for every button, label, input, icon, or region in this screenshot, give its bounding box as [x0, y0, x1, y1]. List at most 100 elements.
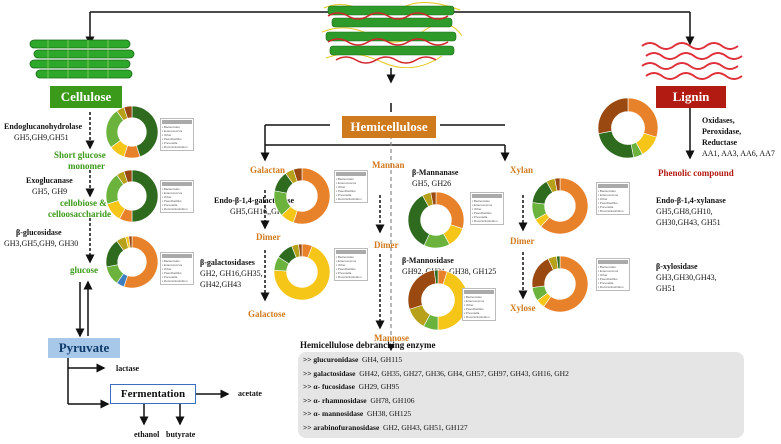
galactan-label: Galactan	[250, 165, 285, 175]
debranching-row: >> galactosidase GH42, GH35, GH27, GH36,…	[303, 369, 569, 379]
lignocellulose-illustration	[322, 2, 462, 68]
reductase-label: Reductase	[702, 138, 738, 147]
donut-slice	[433, 269, 439, 284]
debranching-row: >> α- rhamnosidase GH78, GH106	[303, 396, 415, 406]
beta-mannosidase-gh: GH92, GH31, GH38, GH125	[402, 267, 497, 276]
donut-slice	[430, 191, 437, 206]
debranching-enzyme-gh: GH29, GH95	[354, 382, 400, 391]
beta-glucosidase-gh: GH3,GH5,GH9, GH30	[4, 239, 79, 248]
lignin-title: Lignin	[656, 86, 726, 108]
lignin-illustration	[641, 42, 743, 80]
beta-mannanase-gh: GH5, GH26	[412, 179, 452, 188]
endoglucanohydrolase-label: Endoglucanohydrolase	[4, 122, 83, 131]
donut-slice	[627, 97, 659, 138]
donut-slice	[123, 105, 133, 119]
beta-mannosidase-label: β-Mannosidase	[402, 256, 454, 265]
debranching-panel	[298, 352, 744, 438]
legend-cellulose-1: ▪ Bacteroides▪ Enterococcus▪ Other▪ Paen…	[160, 118, 194, 151]
beta-xylosidase-gh2: GH51	[656, 284, 676, 293]
legend-cellulose-3: ▪ Bacteroides▪ Enterococcus▪ Other▪ Paen…	[160, 252, 194, 285]
donut-slice	[556, 255, 561, 270]
oxidases-label: Oxidases,	[702, 116, 735, 125]
donut-slice	[123, 235, 159, 289]
donut-slice	[437, 271, 469, 331]
donut-slice	[540, 177, 589, 235]
debranching-enzyme-gh: GH38, GH125	[363, 409, 412, 418]
debranching-enzyme-name: >> α- rhamnosidase	[303, 395, 367, 405]
lactase-label: lactase	[116, 364, 140, 373]
xylan-dimer-label: Dimer	[510, 236, 535, 246]
donut-slice	[123, 169, 133, 183]
donut-slice	[128, 235, 133, 249]
lignin-aa-label: AA1, AA3, AA6, AA7	[702, 149, 775, 158]
donut-slice	[292, 167, 303, 182]
donut-slice	[407, 195, 430, 246]
galactanase-gh: GH5,GH16,,GH30	[230, 207, 291, 216]
debranching-enzyme-name: >> arabinofuranosidase	[303, 422, 380, 432]
xylan-label: Xylan	[510, 165, 534, 175]
beta-mannanase-label: β-Mannanase	[412, 168, 459, 177]
donut-slice	[554, 177, 561, 192]
debranching-enzyme-name: >> galactosidase	[303, 368, 356, 378]
cellobiose-label: cellobiose &	[60, 198, 107, 208]
glucose-label: glucose	[70, 265, 98, 275]
mannan-dimer-label: Dimer	[374, 240, 399, 250]
beta-galactosidases-gh1: GH2, GH16,GH35,	[200, 269, 263, 278]
beta-galactosidases-gh2: GH42,GH43	[200, 280, 242, 289]
peroxidase-label: Peroxidase,	[702, 127, 742, 136]
donut-slice	[292, 167, 331, 225]
acetate-label: acetate	[238, 389, 262, 398]
galactan-dimer-label: Dimer	[256, 232, 281, 242]
debranching-enzyme-name: >> α- mannosidase	[303, 409, 364, 418]
galactose-label: Galactose	[248, 309, 286, 319]
beta-xylosidase-gh1: GH3,GH30,GH43,	[656, 273, 717, 282]
debranching-row: >> arabinofuranosidase GH2, GH43, GH51, …	[303, 423, 468, 433]
hemicellulose-title: Hemicellulose	[342, 116, 436, 138]
cellulose-title: Cellulose	[50, 86, 122, 108]
donut-slice	[131, 169, 159, 223]
debranching-enzyme-name: >> α- fucosidase	[303, 382, 355, 391]
debranching-title: Hemicellulose debranching enzyme	[300, 340, 436, 350]
donut-slice	[298, 243, 303, 258]
donut-slice	[407, 269, 437, 310]
donut-slice	[435, 191, 465, 230]
mannan-label: Mannan	[372, 160, 405, 170]
short-glucose-label: Short glucose	[54, 150, 106, 160]
monomer-label: monomer	[68, 161, 105, 171]
legend-xylan-2: ▪ Bacteroides▪ Enterococcus▪ Other▪ Paen…	[596, 258, 630, 291]
debranching-enzyme-gh: GH2, GH43, GH51, GH127	[379, 422, 468, 432]
pyruvate-box: Pyruvate	[48, 338, 120, 358]
debranching-row: >> α- mannosidase GH38, GH125	[303, 409, 411, 419]
xylanase-label: Endo-β-1,4-xylanase	[656, 196, 726, 205]
endoglucanohydrolase-gh: GH5,GH9,GH51	[14, 133, 69, 142]
beta-xylosidase-label: β-xylosidase	[656, 262, 698, 271]
xylanase-gh1: GH5,GH8,GH10,	[656, 207, 713, 216]
donut-slice	[273, 245, 331, 301]
beta-glucosidase-label: β-glucosidase	[16, 228, 62, 237]
butyrate-label: butyrate	[166, 430, 196, 439]
exoglucanase-label: Exoglucanase	[26, 176, 73, 185]
beta-galactosidases-label: β-galactosidases	[200, 258, 255, 267]
debranching-enzyme-name: >> glucuronidase	[303, 355, 359, 364]
ethanol-label: ethanol	[134, 430, 160, 439]
donut-slice	[598, 130, 634, 159]
legend-mannan-1: ▪ Bacteroides▪ Enterococcus▪ Other▪ Paen…	[470, 192, 504, 225]
donut-slice	[543, 255, 589, 313]
debranching-row: >> glucuronidase GH4, GH115	[303, 355, 402, 365]
legend-xylan-1: ▪ Bacteroides▪ Enterococcus▪ Other▪ Paen…	[596, 182, 630, 215]
phenolic-compound-label: Phenolic compound	[658, 168, 734, 178]
donut-slice	[131, 105, 159, 158]
legend-galactan-2: ▪ Bacteroides▪ Enterococcus▪ Other▪ Paen…	[334, 248, 368, 281]
debranching-enzyme-gh: GH42, GH35, GH27, GH36, GH4, GH57, GH97,…	[355, 368, 569, 378]
legend-cellulose-2: ▪ Bacteroides▪ Enterococcus▪ Other▪ Paen…	[160, 180, 194, 213]
debranching-enzyme-gh: GH78, GH106	[366, 395, 415, 405]
fermentation-box: Fermentation	[110, 384, 196, 404]
xylanase-gh2: GH30,GH43, GH51	[656, 218, 721, 227]
cellulose-fibre-illustration	[29, 39, 135, 79]
legend-mannan-2: ▪ Bacteroides▪ Enterococcus▪ Other▪ Paen…	[462, 288, 496, 321]
legend-galactan-1: ▪ Bacteroides▪ Enterococcus▪ Other▪ Paen…	[334, 170, 368, 203]
celloosaccharide-label: celloosaccharide	[48, 209, 111, 219]
galactanase-label: Endo-β-1,4-galactanase	[214, 196, 294, 205]
